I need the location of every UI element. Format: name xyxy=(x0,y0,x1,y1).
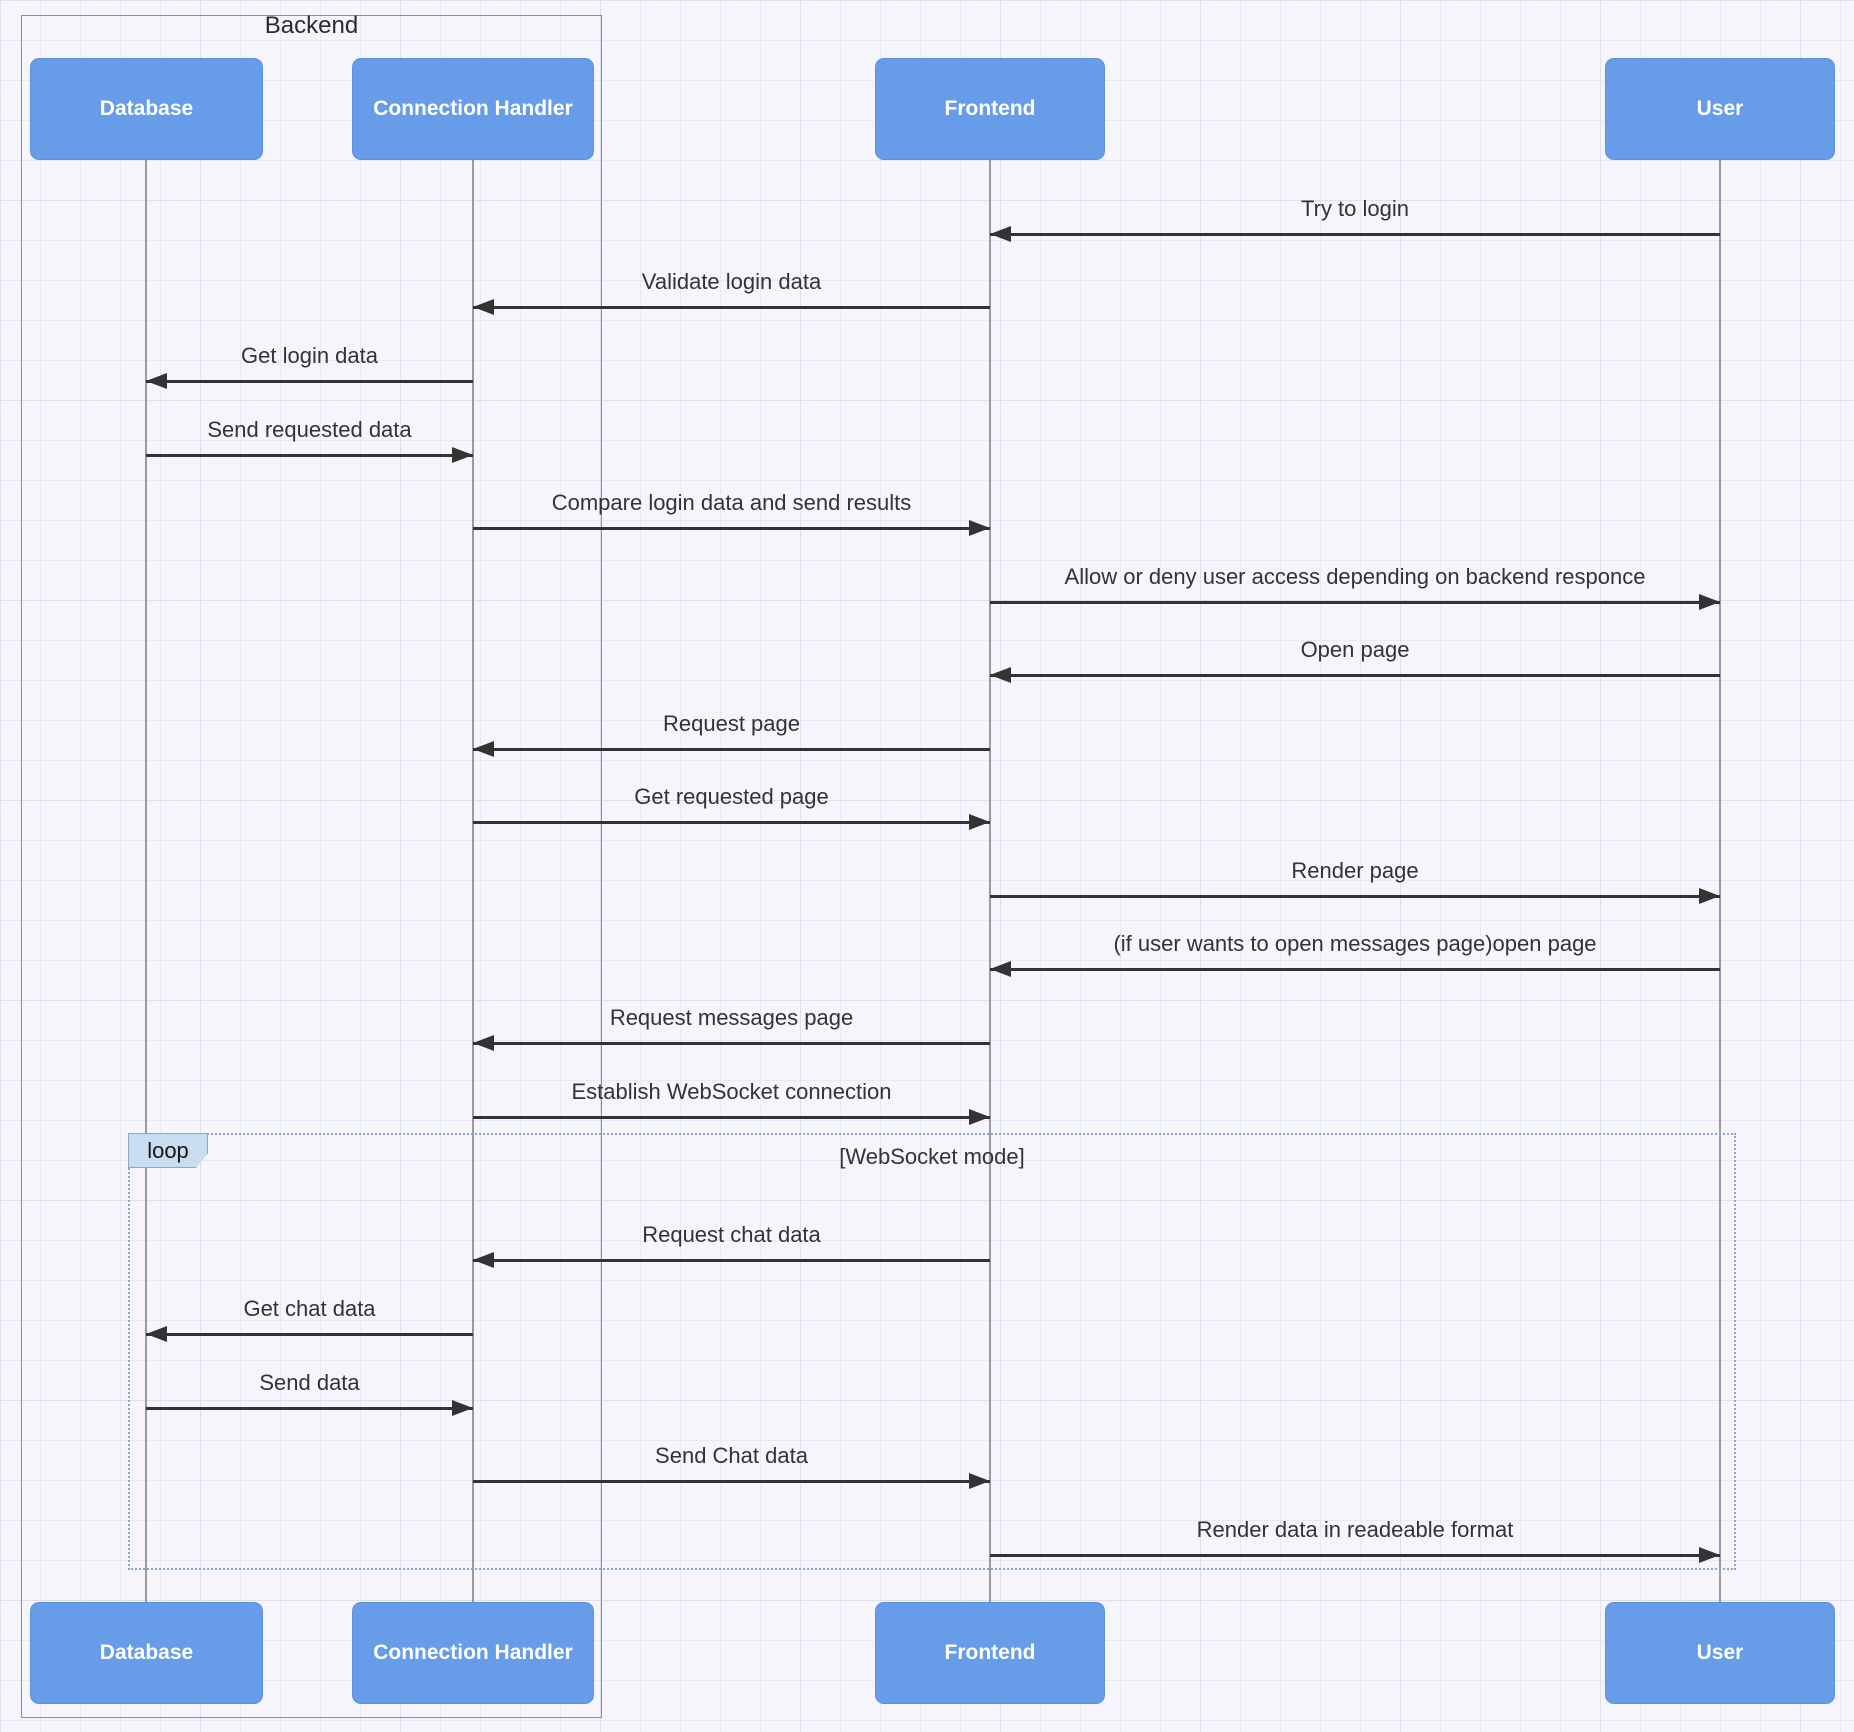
message-line xyxy=(146,380,473,383)
actor-top-frontend: Frontend xyxy=(875,58,1105,160)
arrowhead-icon xyxy=(452,1400,473,1416)
message-label: Request chat data xyxy=(642,1222,821,1247)
arrowhead-icon xyxy=(473,741,494,757)
arrowhead-icon xyxy=(146,373,167,389)
loop-tag: loop xyxy=(128,1133,208,1168)
message-label: Open page xyxy=(1300,637,1410,662)
message-line xyxy=(990,601,1720,604)
message-line xyxy=(146,1407,473,1410)
actor-top-connection-handler: Connection Handler xyxy=(352,58,594,160)
arrowhead-icon xyxy=(969,814,990,830)
message-line xyxy=(473,527,990,530)
backend-container-frame: Backend xyxy=(21,12,602,1718)
message-line xyxy=(990,233,1720,236)
message-line xyxy=(473,1259,990,1262)
message-line xyxy=(473,821,990,824)
message-line xyxy=(473,748,990,751)
message-line xyxy=(146,1333,473,1336)
message-label: Validate login data xyxy=(641,269,822,294)
arrowhead-icon xyxy=(452,447,473,463)
arrowhead-icon xyxy=(146,1326,167,1342)
arrowhead-icon xyxy=(473,1035,494,1051)
message-line xyxy=(146,454,473,457)
message-line xyxy=(990,674,1720,677)
message-label: Establish WebSocket connection xyxy=(571,1079,892,1104)
message-label: Try to login xyxy=(1300,196,1410,221)
message-line xyxy=(990,1554,1720,1557)
message-line xyxy=(990,895,1720,898)
message-label: Get chat data xyxy=(243,1296,376,1321)
loop-condition-label: [WebSocket mode] xyxy=(839,1144,1025,1169)
arrowhead-icon xyxy=(969,1109,990,1125)
actor-bottom-frontend: Frontend xyxy=(875,1602,1105,1704)
message-line xyxy=(990,968,1720,971)
message-label: Send data xyxy=(259,1370,360,1395)
message-line xyxy=(473,1042,990,1045)
arrowhead-icon xyxy=(1699,1547,1720,1563)
lifeline-database xyxy=(145,158,147,1602)
message-line xyxy=(473,306,990,309)
arrowhead-icon xyxy=(990,961,1011,977)
message-label: Request messages page xyxy=(609,1005,854,1030)
message-line xyxy=(473,1116,990,1119)
lifeline-connection-handler xyxy=(472,158,474,1602)
message-label: Get login data xyxy=(241,343,378,368)
arrowhead-icon xyxy=(473,299,494,315)
arrowhead-icon xyxy=(969,1473,990,1489)
message-label: Request page xyxy=(663,711,800,736)
backend-container-label: Backend xyxy=(264,12,359,39)
arrowhead-icon xyxy=(473,1252,494,1268)
message-label: Allow or deny user access depending on b… xyxy=(1064,564,1646,589)
lifeline-frontend xyxy=(989,158,991,1602)
message-label: Send Chat data xyxy=(655,1443,808,1468)
message-label: Get requested page xyxy=(634,784,829,809)
loop-frame: loop [WebSocket mode] xyxy=(128,1133,1736,1570)
message-label: Compare login data and send results xyxy=(551,490,912,515)
message-label: Send requested data xyxy=(207,417,412,442)
actor-bottom-database: Database xyxy=(30,1602,263,1704)
lifeline-user xyxy=(1719,158,1721,1602)
arrowhead-icon xyxy=(990,226,1011,242)
message-line xyxy=(473,1480,990,1483)
message-label: Render data in readeable format xyxy=(1196,1517,1514,1542)
arrowhead-icon xyxy=(1699,888,1720,904)
arrowhead-icon xyxy=(969,520,990,536)
arrowhead-icon xyxy=(1699,594,1720,610)
actor-bottom-connection-handler: Connection Handler xyxy=(352,1602,594,1704)
actor-bottom-user: User xyxy=(1605,1602,1835,1704)
arrowhead-icon xyxy=(990,667,1011,683)
actor-top-database: Database xyxy=(30,58,263,160)
actor-top-user: User xyxy=(1605,58,1835,160)
message-label: (if user wants to open messages page)ope… xyxy=(1113,931,1597,956)
message-label: Render page xyxy=(1291,858,1419,883)
